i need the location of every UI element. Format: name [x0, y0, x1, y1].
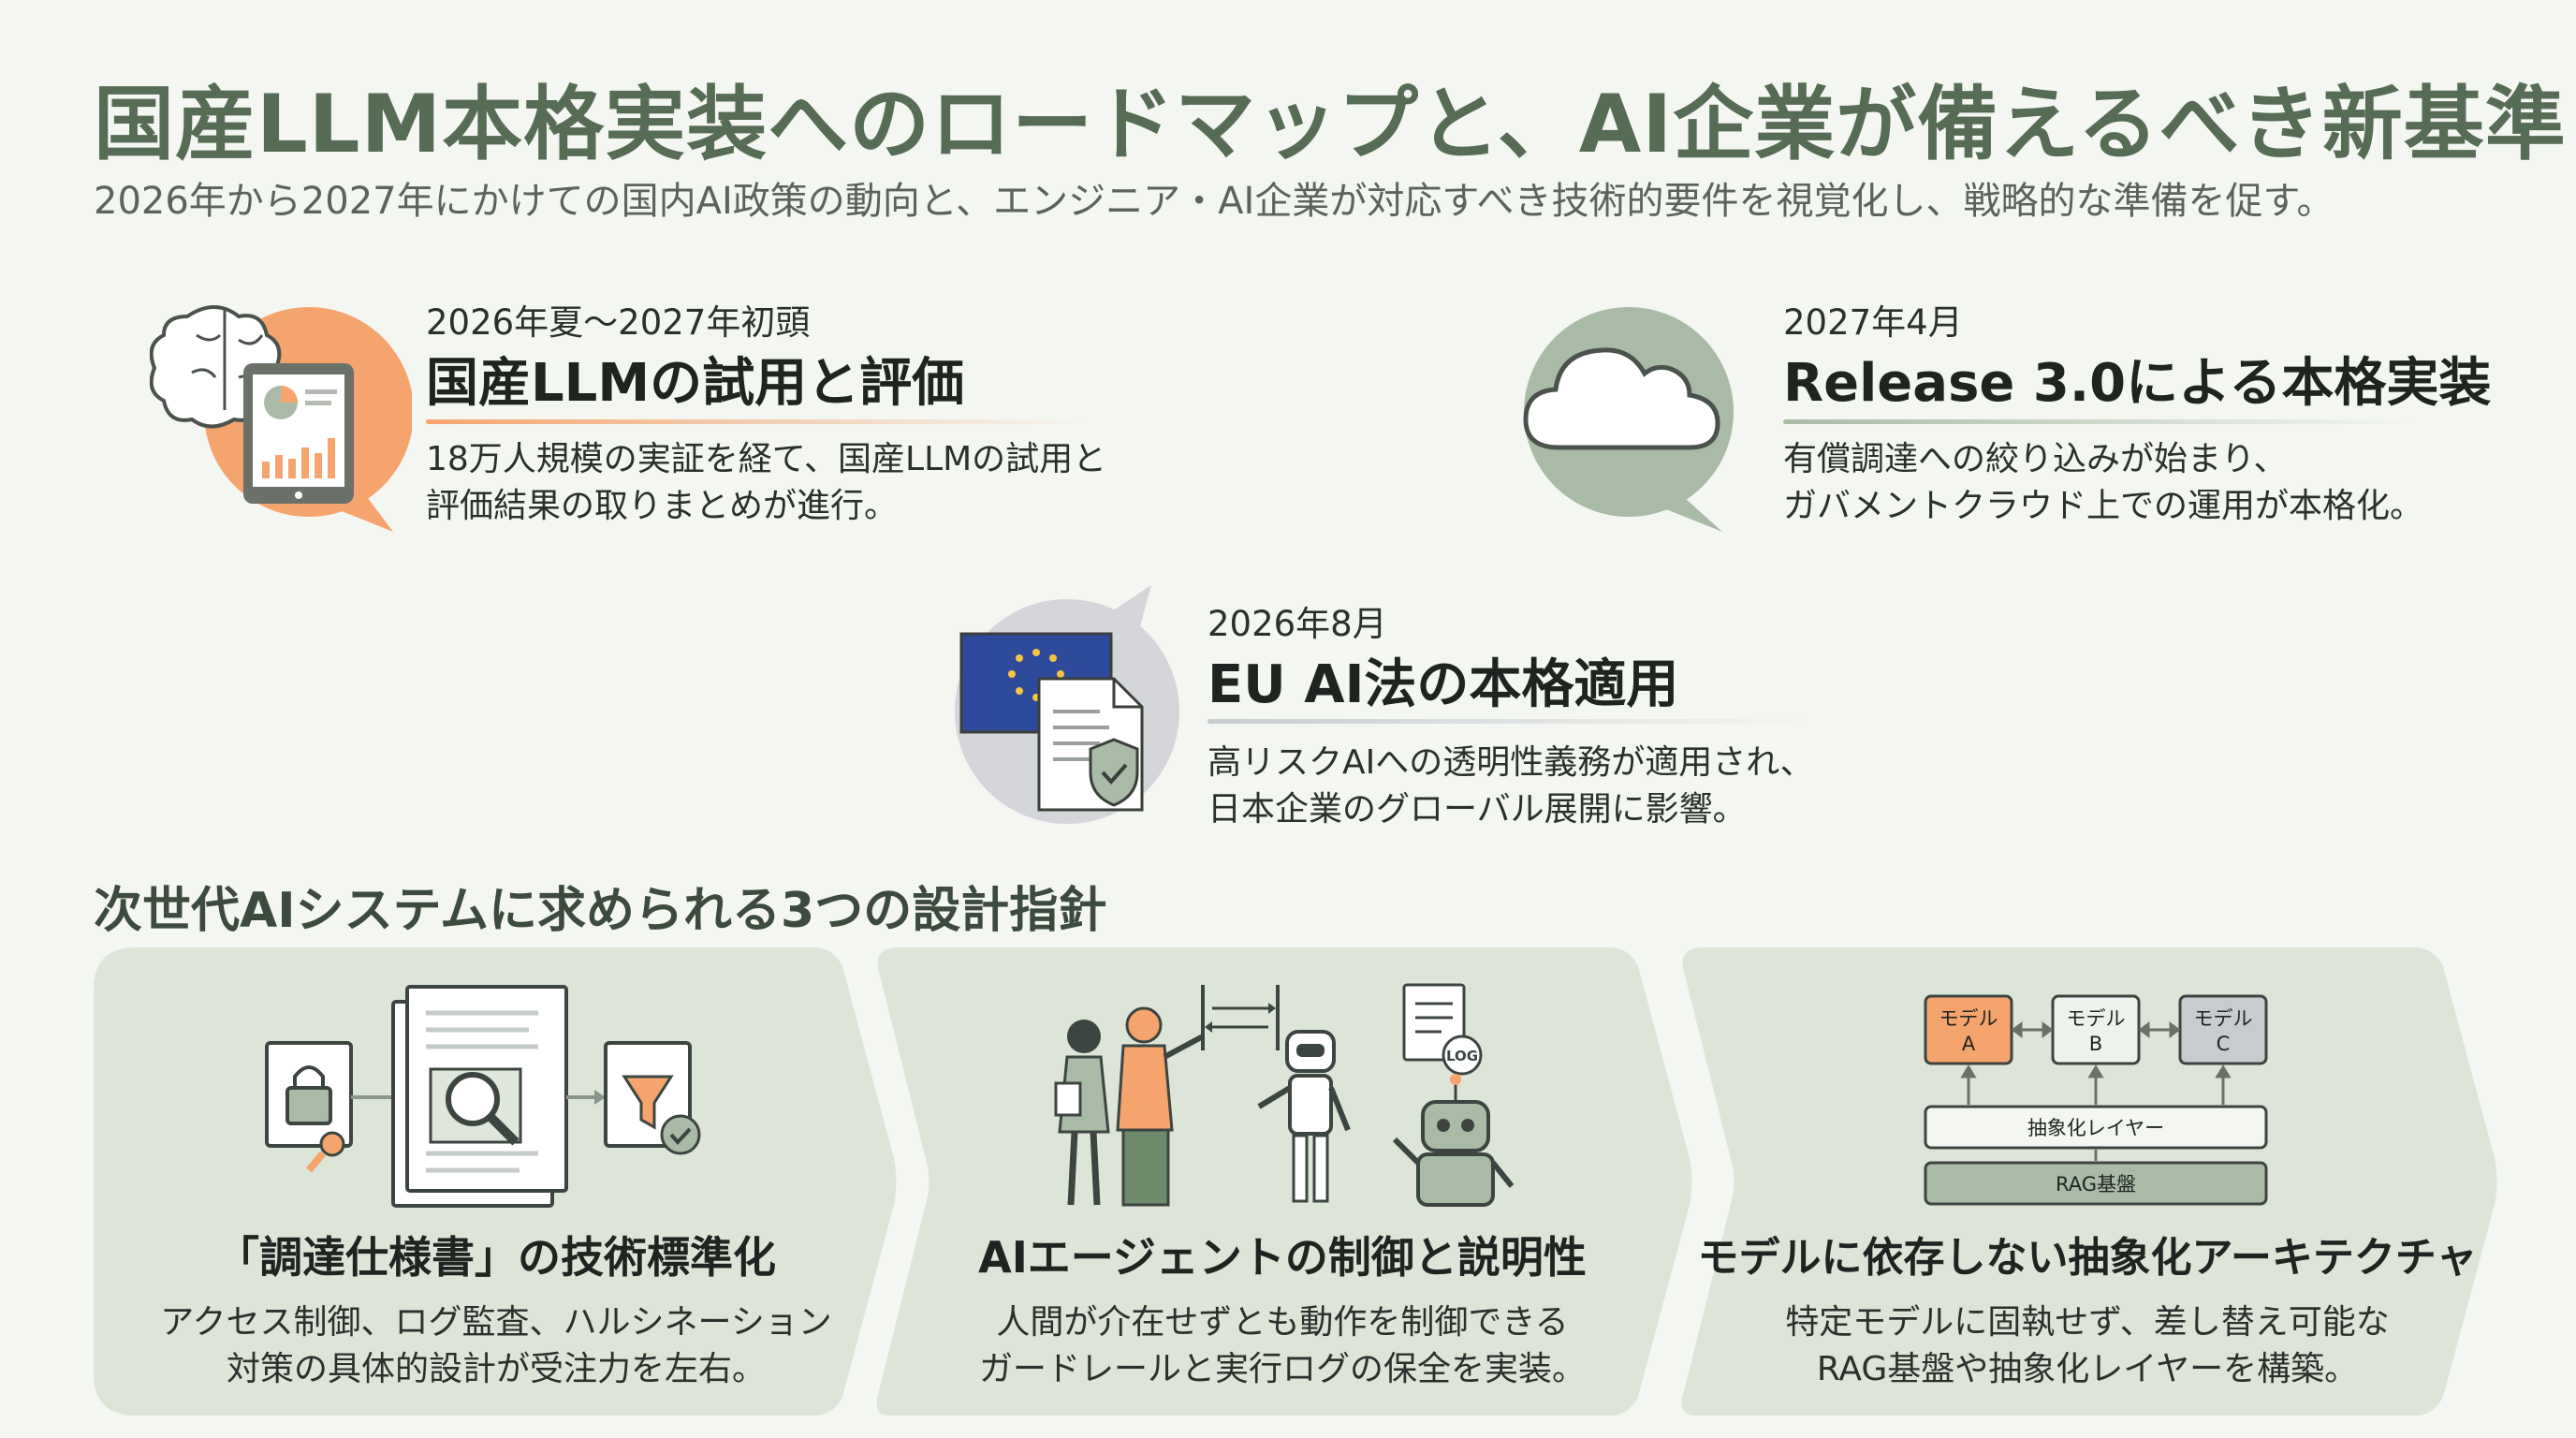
- svg-text:LOG: LOG: [1446, 1048, 1478, 1064]
- page-title: 国産LLM本格実装へのロードマップと、AI企業が備えるべき新基準: [94, 78, 2567, 171]
- eu-flag-document-icon: [950, 585, 1193, 829]
- event-divider: [1208, 719, 1816, 724]
- abstraction-layer: [1924, 1105, 2268, 1150]
- design-principle-card: モデル A モデル B モデル C 抽象化レイヤー: [1676, 947, 2499, 1416]
- event-date: 2026年夏〜2027年初頭: [426, 302, 811, 343]
- event-description: 有償調達への絞り込みが始まり、 ガバメントクラウド上での運用が本格化。: [1783, 440, 2424, 525]
- page-subtitle: 2026年から2027年にかけての国内AI政策の動向と、エンジニア・AI企業が対…: [94, 180, 2334, 223]
- card-description: アクセス制御、ログ監査、ハルシネーション 対策の具体的設計が受注力を左右。: [160, 1303, 832, 1388]
- model-label: A: [1962, 1033, 1976, 1055]
- rag-base-label: RAG基盤: [2056, 1173, 2136, 1196]
- card-title: モデルに依存しない抽象化アーキテクチャ: [1697, 1234, 2478, 1282]
- model-box: モデル A: [1924, 994, 2013, 1065]
- model-label: B: [2089, 1033, 2102, 1055]
- abstraction-layer-label: 抽象化レイヤー: [2027, 1117, 2164, 1139]
- rag-base: [1924, 1161, 2268, 1206]
- card-description: 特定モデルに固執せず、差し替え可能な RAG基盤や抽象化レイヤーを構築。: [1785, 1303, 2390, 1388]
- brain-tablet-icon: [149, 298, 414, 532]
- event-divider: [1783, 419, 2420, 424]
- section-title: 次世代AIシステムに求められる3つの設計指針: [94, 883, 1107, 939]
- card-title: 「調達仕様書」の技術標準化: [216, 1232, 776, 1283]
- model-box: モデル B: [2051, 994, 2141, 1065]
- model-label: モデル: [2194, 1007, 2253, 1030]
- people-robots-log-icon: LOG: [1048, 980, 1535, 1224]
- event-description: 18万人規模の実証を経て、国産LLMの試用と 評価結果の取りまとめが進行。: [426, 440, 1107, 525]
- event-description: 高リスクAIへの透明性義務が適用され、 日本企業のグローバル展開に影響。: [1208, 743, 1814, 829]
- model-label: モデル: [2067, 1007, 2126, 1030]
- design-principle-card: 「調達仕様書」の技術標準化 アクセス制御、ログ監査、ハルシネーション 対策の具体…: [94, 947, 899, 1416]
- event-title: Release 3.0による本格実装: [1783, 353, 2492, 414]
- card-description: 人間が介在せずとも動作を制御できる ガードレールと実行ログの保全を実装。: [978, 1303, 1586, 1388]
- card-title: AIエージェントの制御と説明性: [978, 1232, 1587, 1283]
- architecture-diagram-icon: モデル A モデル B モデル C 抽象化レイヤー: [1924, 994, 2279, 1210]
- event-title: 国産LLMの試用と評価: [426, 353, 965, 414]
- cloud-icon: [1516, 298, 1760, 532]
- model-label: モデル: [1939, 1007, 1998, 1030]
- event-date: 2027年4月: [1783, 302, 1963, 343]
- model-box: モデル C: [2178, 994, 2268, 1065]
- event-title: EU AI法の本格適用: [1208, 654, 1679, 715]
- model-label: C: [2217, 1033, 2231, 1055]
- event-divider: [426, 419, 1090, 424]
- document-lock-search-icon: [257, 985, 819, 1210]
- design-principle-card: LOG AIエージェントの制御と説明性 人間が介在せずとも動作を制御できる ガー…: [871, 947, 1694, 1416]
- event-date: 2026年8月: [1208, 604, 1387, 644]
